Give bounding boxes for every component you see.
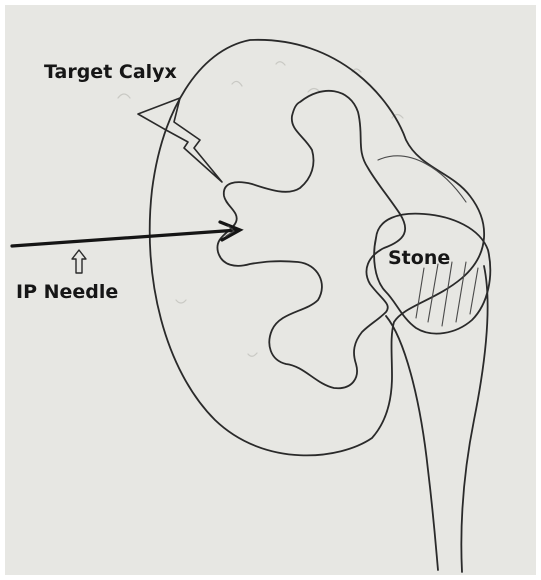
target-calyx-label: Target Calyx (44, 61, 177, 83)
stone-label: Stone (388, 247, 450, 269)
ip-needle-label: IP Needle (16, 281, 118, 303)
